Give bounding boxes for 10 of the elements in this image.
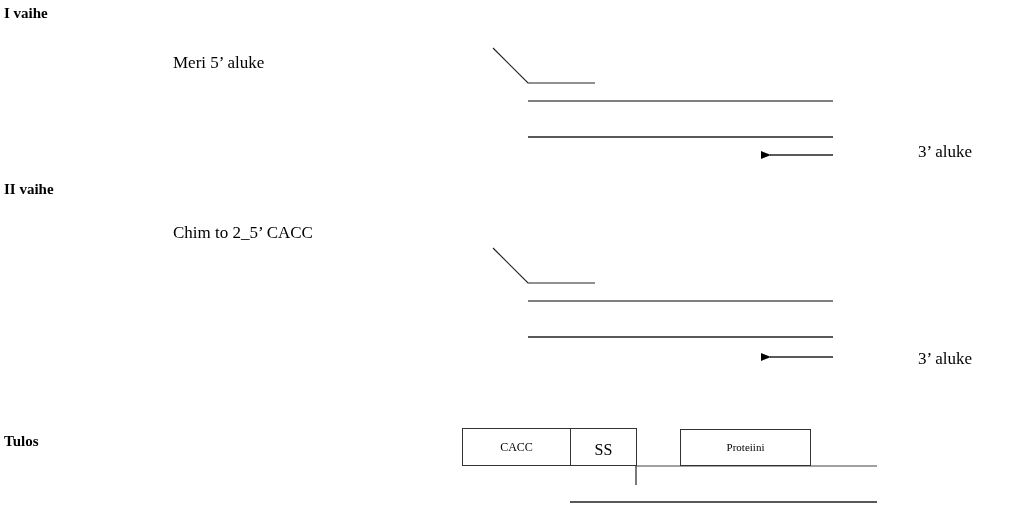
gene-segment-box: SS xyxy=(570,428,637,466)
primer-label: 3’ aluke xyxy=(918,141,972,163)
stage-heading: I vaihe xyxy=(4,4,48,23)
stage-heading: Tulos xyxy=(4,432,39,451)
gene-segment-box: CACC xyxy=(462,428,571,466)
primer-label: Meri 5’ aluke xyxy=(173,52,265,74)
primer-label: 3’ aluke xyxy=(918,348,972,370)
stage-heading: II vaihe xyxy=(4,180,54,199)
gene-segment-box: Proteiini xyxy=(680,429,811,466)
primer-label: Chim to 2_5’ CACC xyxy=(173,222,313,244)
